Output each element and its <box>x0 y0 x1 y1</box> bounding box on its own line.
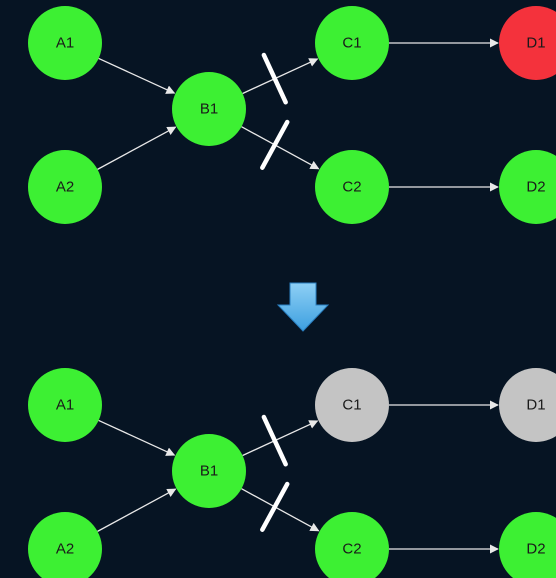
node-circle-green <box>499 512 556 578</box>
node-d1: D1 <box>499 368 556 442</box>
node-a2: A2 <box>28 150 102 224</box>
node-circle-green <box>315 512 389 578</box>
cut-mark-b1-c2 <box>260 119 290 170</box>
node-d1: D1 <box>499 6 556 80</box>
node-c1: C1 <box>315 6 389 80</box>
node-label: B1 <box>200 463 218 480</box>
edge-b1-c2 <box>241 488 320 532</box>
node-circle-green <box>499 150 556 224</box>
node-b1: B1 <box>172 434 246 508</box>
node-circle-green <box>28 368 102 442</box>
edge-b1-c1 <box>242 420 319 457</box>
node-c2: C2 <box>315 150 389 224</box>
edge-a2-b1 <box>97 126 177 170</box>
down-arrow-icon <box>276 282 330 332</box>
node-circle-green <box>315 150 389 224</box>
node-label: B1 <box>200 101 218 118</box>
node-d2: D2 <box>499 512 556 578</box>
node-b1: B1 <box>172 72 246 146</box>
node-c1: C1 <box>315 368 389 442</box>
edge-a1-b1 <box>98 419 176 456</box>
node-label: A2 <box>56 541 74 558</box>
node-circle-grey <box>499 368 556 442</box>
node-circle-red <box>499 6 556 80</box>
edge-a2-b1 <box>97 488 177 532</box>
node-d2: D2 <box>499 150 556 224</box>
node-circle-green <box>315 6 389 80</box>
node-label: C2 <box>342 179 361 196</box>
cut-mark-b1-c1 <box>261 414 288 467</box>
node-label: A2 <box>56 179 74 196</box>
node-circle-grey <box>315 368 389 442</box>
node-label: C2 <box>342 541 361 558</box>
node-label: A1 <box>56 35 74 52</box>
node-circle-green <box>28 6 102 80</box>
node-label: A1 <box>56 397 74 414</box>
node-a1: A1 <box>28 6 102 80</box>
node-c2: C2 <box>315 512 389 578</box>
edge-b1-c2 <box>241 126 320 170</box>
edge-a1-b1 <box>98 57 176 94</box>
node-circle-green <box>28 150 102 224</box>
node-label: D2 <box>526 179 545 196</box>
node-circle-green <box>28 512 102 578</box>
cut-mark-b1-c1 <box>261 52 288 105</box>
node-a2: A2 <box>28 512 102 578</box>
node-circle-green <box>172 72 246 146</box>
node-a1: A1 <box>28 368 102 442</box>
edge-b1-c1 <box>242 58 319 95</box>
cut-mark-b1-c2 <box>260 481 290 532</box>
node-label: D2 <box>526 541 545 558</box>
node-label: D1 <box>526 397 545 414</box>
node-label: C1 <box>342 35 361 52</box>
node-label: D1 <box>526 35 545 52</box>
node-label: C1 <box>342 397 361 414</box>
node-circle-green <box>172 434 246 508</box>
